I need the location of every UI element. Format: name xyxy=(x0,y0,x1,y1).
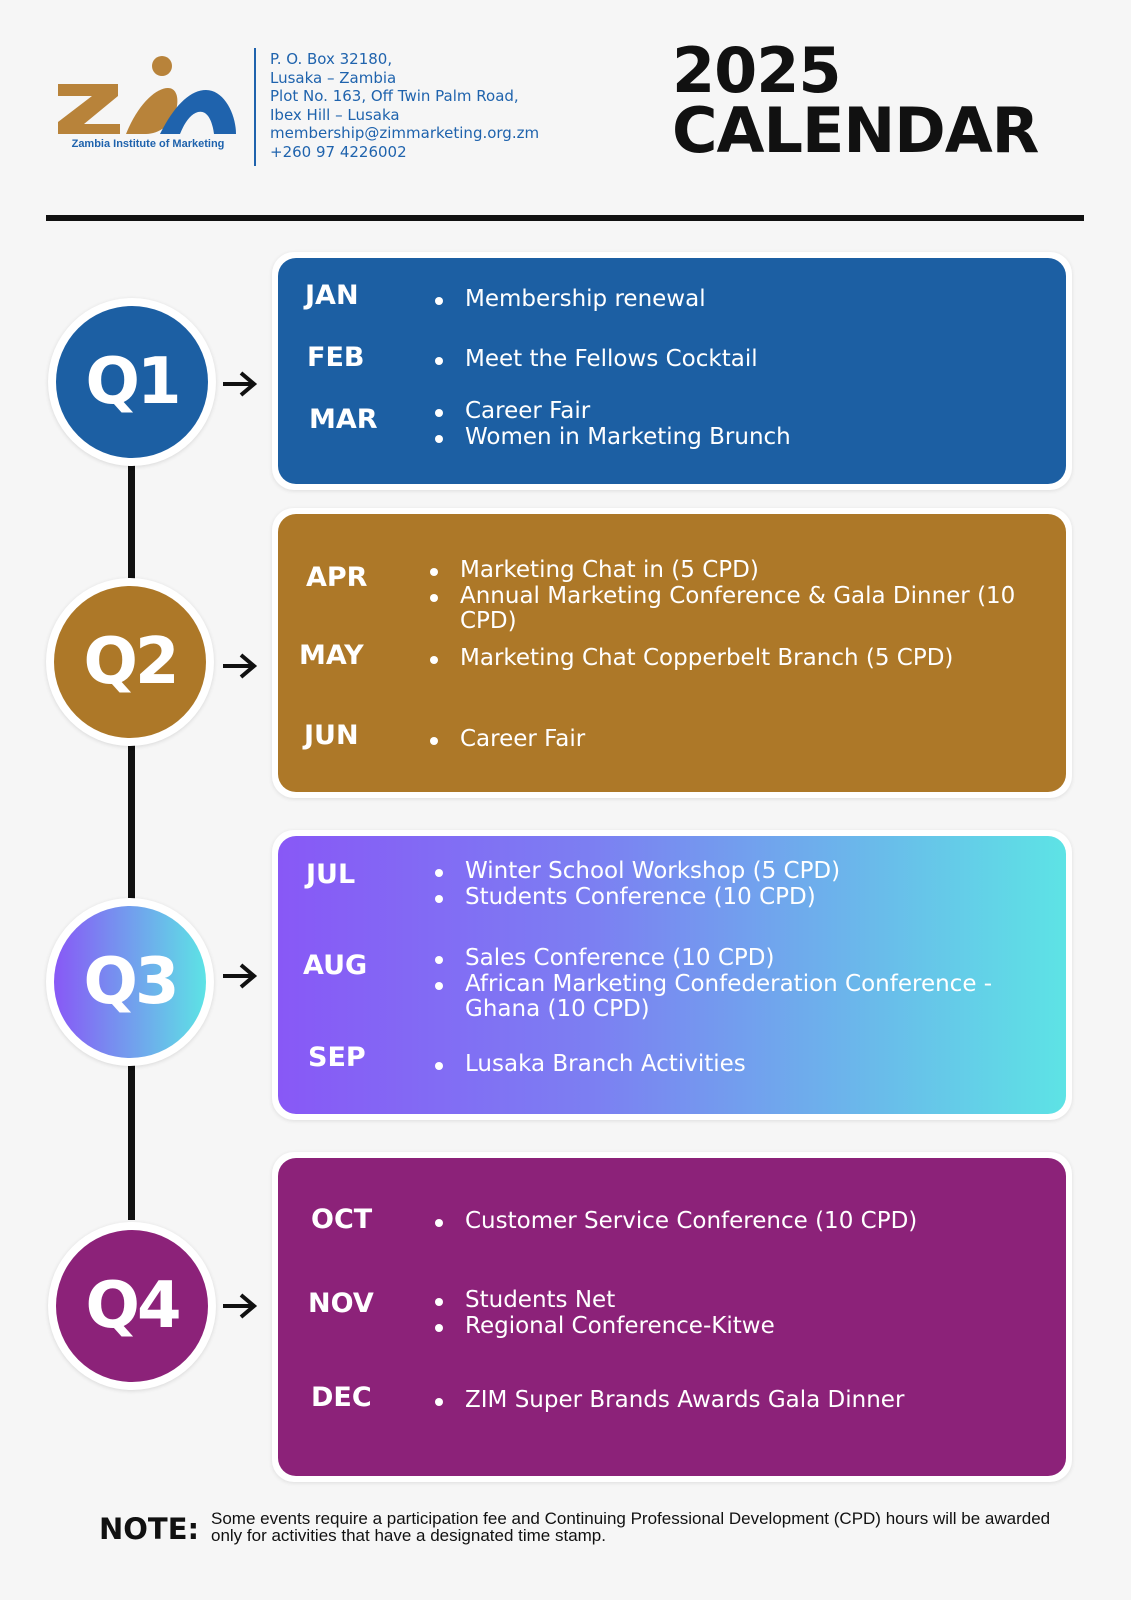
quarter-badge-q1: Q1 xyxy=(48,298,216,466)
event-item: Sales Conference (10 CPD) xyxy=(435,945,1035,972)
month-label: JUN xyxy=(304,720,359,751)
quarter-badge-q3: Q3 xyxy=(46,898,214,1066)
event-item: Career Fair xyxy=(430,726,585,753)
event-list: Marketing Chat in (5 CPD) Annual Marketi… xyxy=(430,557,1050,635)
quarter-label: Q3 xyxy=(54,906,206,1058)
timeline-connector xyxy=(128,735,135,900)
event-list: Sales Conference (10 CPD) African Market… xyxy=(435,945,1035,1023)
event-item: Women in Marketing Brunch xyxy=(435,424,791,451)
quarter-label: Q4 xyxy=(56,1230,208,1382)
event-list: Lusaka Branch Activities xyxy=(435,1051,746,1078)
month-label: SEP xyxy=(308,1042,366,1073)
month-label: NOV xyxy=(308,1288,374,1319)
zim-logo: Zambia Institute of Marketing xyxy=(56,54,240,154)
event-list: Career Fair Women in Marketing Brunch xyxy=(435,398,791,451)
month-label: MAR xyxy=(309,404,378,435)
quarter-card-body: JUL Winter School Workshop (5 CPD) Stude… xyxy=(278,836,1066,1114)
timeline-connector xyxy=(128,1050,135,1220)
event-item: Annual Marketing Conference & Gala Dinne… xyxy=(430,583,1050,635)
event-item: Meet the Fellows Cocktail xyxy=(435,346,758,373)
address-line: Ibex Hill – Lusaka xyxy=(270,105,400,124)
month-label: MAY xyxy=(299,640,364,671)
phone-number: +260 97 4226002 xyxy=(270,142,407,161)
note-text: Some events require a participation fee … xyxy=(211,1509,1051,1545)
address-line: P. O. Box 32180, xyxy=(270,50,393,68)
title-word: CALENDAR xyxy=(672,94,1039,167)
quarter-card-q1: JAN Membership renewal FEB Meet the Fell… xyxy=(272,252,1072,490)
month-label: JUL xyxy=(306,859,356,890)
event-item: Winter School Workshop (5 CPD) xyxy=(435,858,840,885)
month-label: APR xyxy=(306,562,368,593)
arrow-right-icon xyxy=(223,963,258,989)
address-line: Plot No. 163, Off Twin Palm Road, xyxy=(270,87,519,106)
month-label: DEC xyxy=(311,1382,372,1413)
event-list: Meet the Fellows Cocktail xyxy=(435,346,758,373)
event-list: Membership renewal xyxy=(435,286,706,313)
event-item: Customer Service Conference (10 CPD) xyxy=(435,1208,917,1235)
event-list: Winter School Workshop (5 CPD) Students … xyxy=(435,858,840,911)
quarter-card-q4: OCT Customer Service Conference (10 CPD)… xyxy=(272,1152,1072,1482)
month-label: AUG xyxy=(303,950,368,981)
quarter-label: Q2 xyxy=(54,586,206,738)
quarter-card-body: JAN Membership renewal FEB Meet the Fell… xyxy=(278,258,1066,484)
note-label: NOTE: xyxy=(99,1512,200,1546)
arrow-right-icon xyxy=(223,1293,258,1319)
event-list: ZIM Super Brands Awards Gala Dinner xyxy=(435,1387,904,1414)
event-item: Career Fair xyxy=(435,398,791,425)
event-list: Career Fair xyxy=(430,726,585,753)
title-year: 2025 xyxy=(672,34,842,107)
arrow-right-icon xyxy=(223,371,258,397)
event-item: Students Conference (10 CPD) xyxy=(435,884,840,911)
timeline-connector xyxy=(128,455,135,585)
quarter-label: Q1 xyxy=(56,306,208,458)
event-item: African Marketing Confederation Conferen… xyxy=(435,971,1035,1023)
quarter-card-body: OCT Customer Service Conference (10 CPD)… xyxy=(278,1158,1066,1476)
event-item: Marketing Chat Copperbelt Branch (5 CPD) xyxy=(430,645,953,672)
event-item: Membership renewal xyxy=(435,286,706,313)
quarter-badge-q4: Q4 xyxy=(48,1222,216,1390)
event-item: ZIM Super Brands Awards Gala Dinner xyxy=(435,1387,904,1414)
event-item: Regional Conference-Kitwe xyxy=(435,1313,775,1340)
header-divider xyxy=(254,48,256,166)
quarter-card-q2: APR Marketing Chat in (5 CPD) Annual Mar… xyxy=(272,508,1072,798)
email-link[interactable]: membership@zimmarketing.org.zm xyxy=(270,124,540,143)
header-rule xyxy=(46,215,1084,221)
quarter-card-q3: JUL Winter School Workshop (5 CPD) Stude… xyxy=(272,830,1072,1120)
quarter-badge-q2: Q2 xyxy=(46,578,214,746)
quarter-card-body: APR Marketing Chat in (5 CPD) Annual Mar… xyxy=(278,514,1066,792)
zim-logo-mark xyxy=(58,56,236,134)
event-item: Marketing Chat in (5 CPD) xyxy=(430,557,1050,584)
event-list: Customer Service Conference (10 CPD) xyxy=(435,1208,917,1235)
arrow-right-icon xyxy=(223,653,258,679)
month-label: JAN xyxy=(305,280,359,311)
event-list: Students Net Regional Conference-Kitwe xyxy=(435,1287,775,1340)
event-item: Students Net xyxy=(435,1287,775,1314)
address-block: P. O. Box 32180, Lusaka – Zambia Plot No… xyxy=(270,50,539,162)
month-label: OCT xyxy=(311,1204,373,1235)
event-list: Marketing Chat Copperbelt Branch (5 CPD) xyxy=(430,645,953,672)
event-item: Lusaka Branch Activities xyxy=(435,1051,746,1078)
address-line: Lusaka – Zambia xyxy=(270,68,397,87)
month-label: FEB xyxy=(307,342,365,373)
page-title: 2025 CALENDAR xyxy=(672,34,1039,167)
logo-caption: Zambia Institute of Marketing xyxy=(71,138,225,150)
